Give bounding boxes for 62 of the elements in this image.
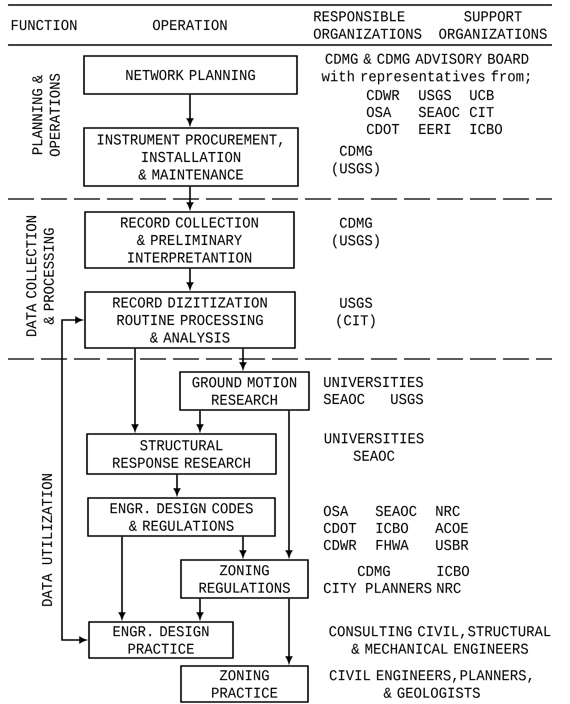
organization-text: UNIVERSITIES: [324, 376, 423, 388]
organization-text: CDMG: [358, 566, 390, 576]
arrow: [286, 410, 292, 558]
process-box: GROUND MOTION RESEARCH: [179, 371, 310, 411]
organization-text: OSA: [324, 506, 348, 516]
organization-text: USGS: [419, 90, 451, 100]
function-label: PLANNING & OPERATIONS: [32, 74, 60, 156]
organization-text: ICBO: [470, 124, 502, 134]
arrow: [174, 474, 180, 496]
column-header: RESPONSIBLE ORGANIZATIONS: [314, 11, 422, 39]
arrow: [196, 598, 204, 620]
organization-text: SEAOC: [324, 394, 364, 404]
arrow: [240, 348, 246, 370]
organization-text: SEAOC: [418, 106, 460, 118]
process-box: ENGR. DESIGN CODES & REGULATIONS: [87, 497, 276, 537]
function-label: DATA UTILIZATION: [42, 474, 52, 606]
function-label: DATA COLLECTION & PROCESSING: [26, 216, 54, 336]
arrow: [186, 268, 194, 290]
process-box: ZONING PRACTICE: [180, 665, 309, 703]
column-header: OPERATION: [153, 20, 227, 30]
arrow: [186, 94, 194, 126]
organization-text: CIVIL ENGINEERS,PLANNERS, & GEOLOGISTS: [330, 670, 532, 698]
organization-text: CDWR: [324, 540, 356, 550]
organization-text: CDMG (USGS): [333, 218, 379, 248]
organization-text: USGS: [391, 394, 423, 404]
process-box: NETWORK PLANNING: [83, 55, 298, 95]
organization-text: CDMG & CDMG ADVISORY BOARD with representatives from;: [322, 54, 530, 84]
organization-text: SEAOC: [376, 506, 416, 516]
arrow: [196, 410, 204, 432]
organization-text: CIT: [470, 106, 494, 118]
process-box: RECORD DIZITIZATION ROUTINE PROCESSING & ANALYSIS: [84, 291, 296, 349]
organization-text: CDMG (USGS): [333, 146, 379, 176]
arrow: [132, 348, 138, 432]
organization-text: UNIVERSITIES SEAOC: [324, 433, 424, 461]
organization-text: CDWR: [366, 90, 400, 100]
process-box: RECORD COLLECTION & PRELIMINARY INTERPRETANTION: [84, 211, 295, 269]
organization-text: ICBO: [438, 566, 469, 576]
organization-text: NRC: [437, 582, 461, 594]
organization-text: OSA: [366, 106, 392, 118]
organization-text: CDOT: [366, 124, 400, 134]
arrow: [118, 536, 126, 620]
process-box: STRUCTURAL RESPONSE RESEARCH: [86, 433, 277, 475]
column-header: SUPPORT ORGANIZATIONS: [439, 11, 547, 39]
arrow: [286, 598, 292, 664]
organization-text: CITY PLANNERS: [324, 582, 432, 594]
organization-text: ICBO: [376, 522, 408, 534]
process-box: ENGR. DESIGN PRACTICE: [88, 621, 234, 659]
organization-text: USGS (CIT): [337, 298, 375, 328]
organization-text: FHWA: [376, 540, 409, 550]
organization-text: UCB: [470, 90, 494, 100]
arrow: [240, 536, 246, 558]
arrow: [61, 316, 86, 644]
organization-text: NRC: [436, 506, 460, 516]
process-box: INSTRUMENT PROCUREMENT, INSTALLATION & MAINTENANCE: [83, 127, 299, 187]
arrow: [186, 186, 194, 210]
organization-text: USBR: [436, 540, 468, 550]
process-box: ZONING REGULATIONS: [180, 559, 309, 599]
organization-text: ACOE: [435, 522, 468, 534]
organization-text: CONSULTING CIVIL,STRUCTURAL & MECHANICAL ENGINEERS: [329, 626, 550, 654]
organization-text: EERI: [419, 124, 450, 134]
column-header: FUNCTION: [12, 20, 76, 30]
organization-text: CDOT: [324, 522, 356, 534]
